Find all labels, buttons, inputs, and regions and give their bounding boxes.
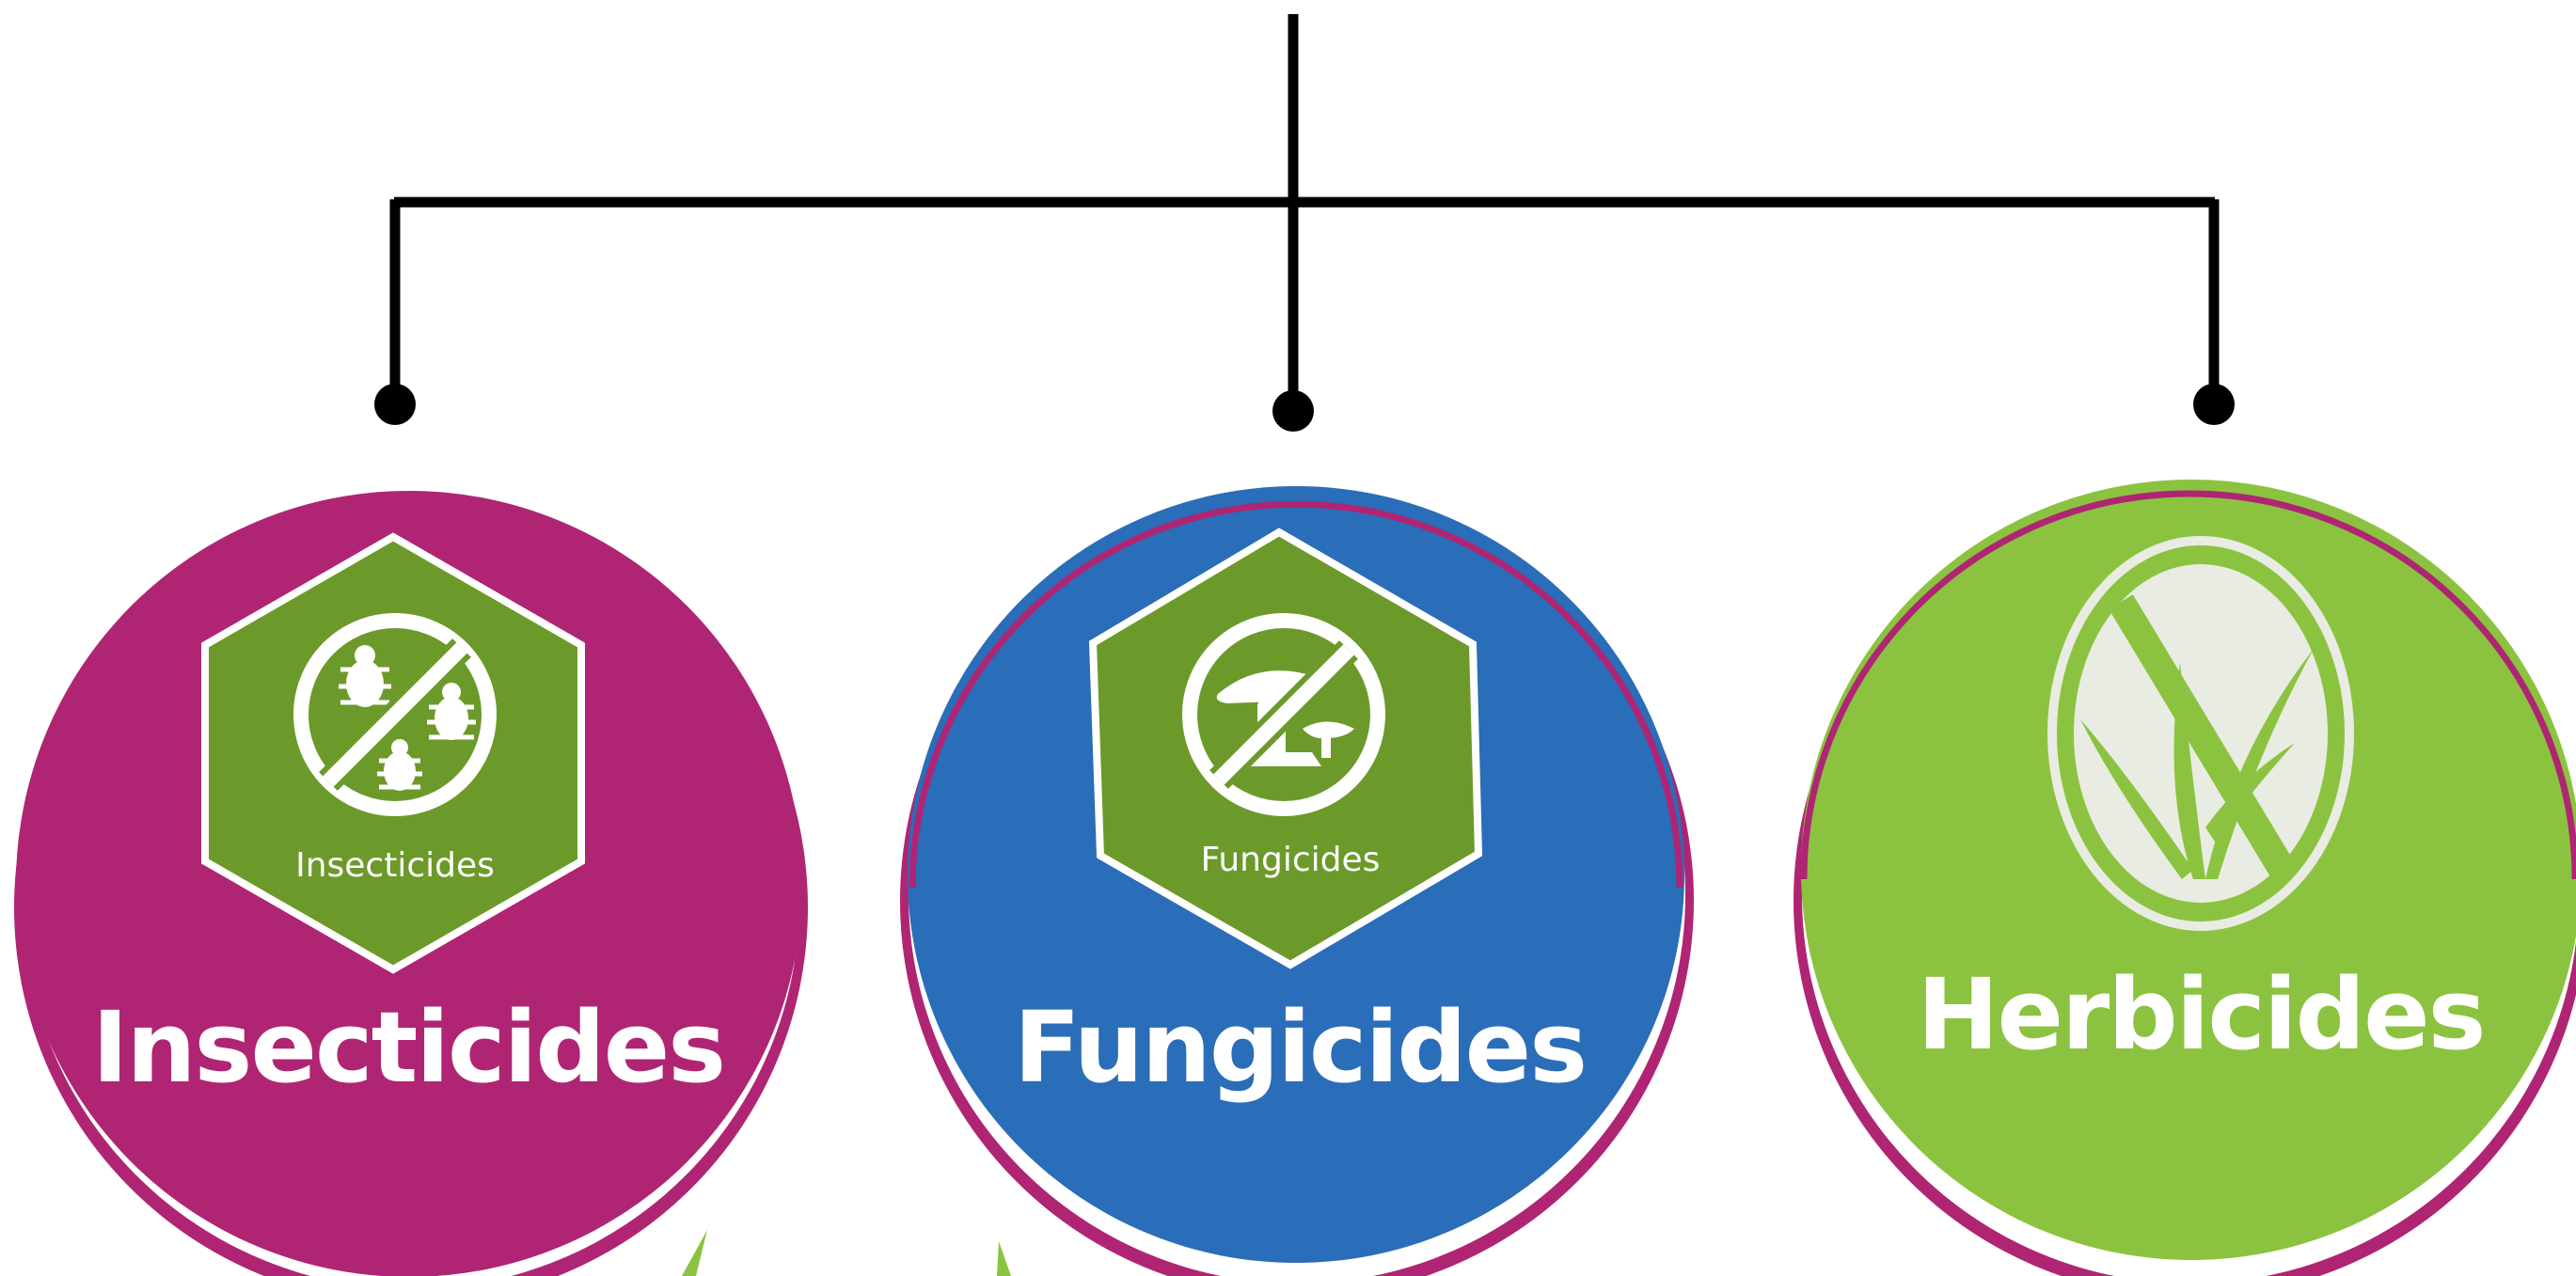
fungicides-ring-accent xyxy=(909,500,1683,889)
connector-tree xyxy=(389,14,2220,409)
herbicides-ring-accent xyxy=(1800,490,2576,880)
category-fungicides: Fungicides Fungicides xyxy=(900,486,1694,1276)
no-insects-icon xyxy=(293,613,497,816)
node-dot-fungicides xyxy=(1272,390,1314,432)
insecticides-badge: Insecticides xyxy=(201,532,585,974)
fungicides-badge: Fungicides xyxy=(1088,528,1483,969)
node-dot-insecticides xyxy=(374,384,416,425)
no-weeds-icon xyxy=(2047,536,2354,931)
category-herbicides: Herbicides xyxy=(1794,480,2576,1276)
no-fungi-icon xyxy=(1182,613,1385,816)
grass-blades-decoration xyxy=(682,1230,1011,1276)
category-insecticides: Insecticides Insecticides xyxy=(14,491,808,1276)
fungicides-label: Fungicides xyxy=(1014,990,1586,1105)
node-dot-herbicides xyxy=(2193,384,2235,425)
herbicides-label: Herbicides xyxy=(1917,957,2484,1072)
insecticides-label: Insecticides xyxy=(92,990,724,1105)
insecticides-badge-label: Insecticides xyxy=(295,846,495,885)
fungicides-badge-label: Fungicides xyxy=(1201,841,1381,879)
